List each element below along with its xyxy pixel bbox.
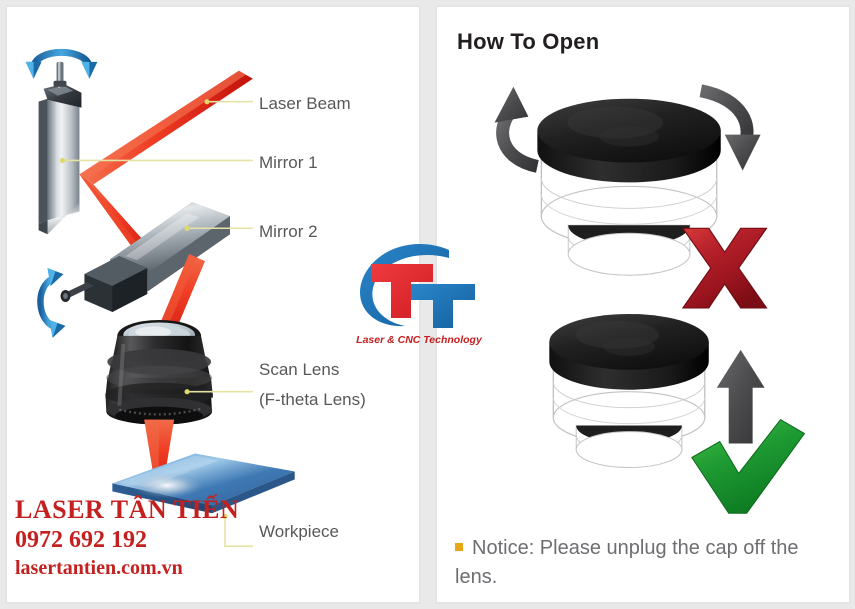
watermark-contact-info: LASER TÂN TIẾN 0972 692 192 lasertantien… bbox=[15, 496, 239, 580]
workpiece-plate bbox=[112, 453, 295, 514]
label-laser-beam: Laser Beam bbox=[259, 94, 351, 113]
watermark-company-name: LASER TÂN TIẾN bbox=[15, 495, 240, 524]
galvo-rotation-arrow-mirror-1 bbox=[25, 48, 98, 79]
watermark-phone-number: 0972 692 192 bbox=[15, 527, 147, 553]
notice-text: Notice: Please unplug the cap off the le… bbox=[455, 537, 799, 588]
lens-with-cap-twist-illustration bbox=[537, 98, 721, 276]
label-mirror-1: Mirror 1 bbox=[259, 153, 318, 172]
lens-with-cap-pull-illustration bbox=[549, 313, 709, 468]
laser-beam-incoming bbox=[79, 70, 253, 185]
pull-up-arrow bbox=[716, 349, 765, 444]
notice-text-block: Notice: Please unplug the cap off the le… bbox=[455, 534, 835, 592]
how-to-open-illustration bbox=[494, 84, 806, 514]
leader-lines bbox=[59, 99, 253, 547]
watermark-website-url: lasertantien.com.vn bbox=[15, 557, 183, 579]
leader-workpiece bbox=[224, 516, 253, 547]
page-title: How To Open bbox=[457, 29, 600, 54]
optical-path-illustration bbox=[25, 48, 295, 547]
label-mirror-2: Mirror 2 bbox=[259, 222, 318, 241]
left-panel-optical-diagram: Laser Beam Mirror 1 Mirror 2 Scan Lens (… bbox=[6, 6, 420, 603]
right-panel-how-to-open: How To Open bbox=[436, 6, 850, 603]
label-f-theta-lens: (F-theta Lens) bbox=[259, 390, 366, 409]
mirror-2 bbox=[60, 202, 230, 312]
wrong-x-icon bbox=[681, 227, 768, 309]
correct-check-icon bbox=[691, 418, 806, 514]
scan-lens-f-theta bbox=[105, 319, 213, 425]
notice-bullet-icon bbox=[455, 542, 463, 551]
galvo-rotation-arrow-mirror-2 bbox=[37, 268, 66, 338]
label-scan-lens: Scan Lens bbox=[259, 360, 340, 379]
label-workpiece: Workpiece bbox=[259, 522, 339, 541]
rotate-arrow-left bbox=[494, 86, 540, 173]
mirror-1 bbox=[38, 61, 82, 235]
rotate-arrow-right bbox=[699, 84, 761, 171]
